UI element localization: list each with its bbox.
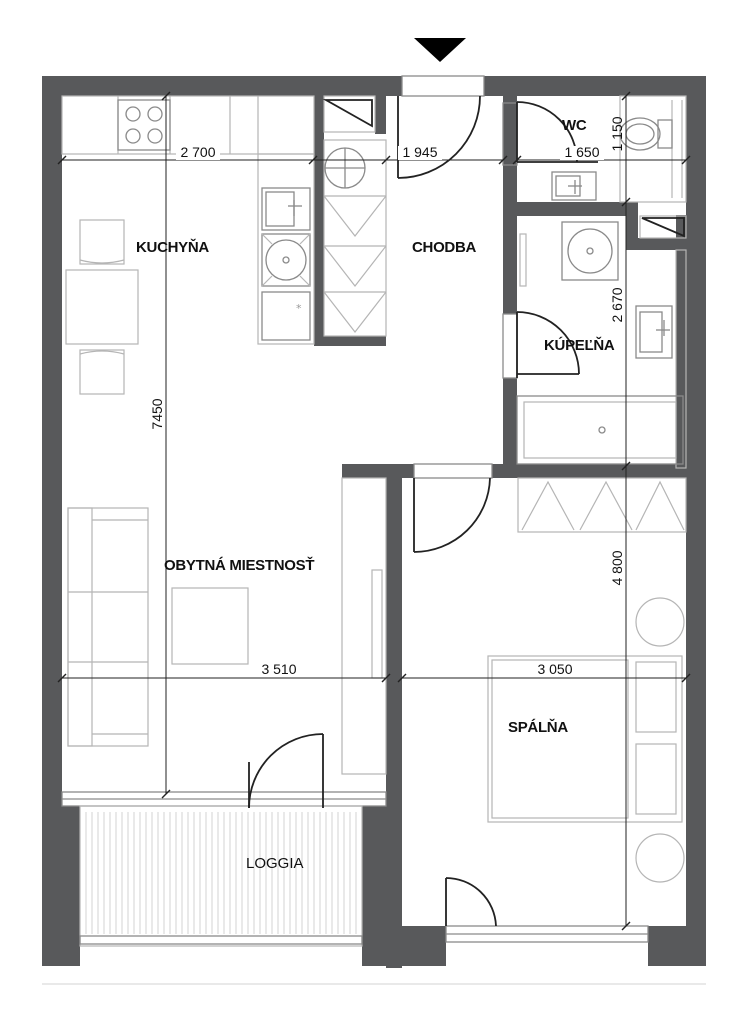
washing-machine-icon [561,221,619,281]
room-label-living-room: OBYTNÁ MIESTNOSŤ [164,556,314,574]
dimension-labels: 2 700 1 945 1 650 1 150 2 670 7450 3 510… [149,116,625,677]
dining-table [65,219,139,395]
hall-storage [322,95,387,337]
dimension-lines [57,91,691,931]
room-label-bathroom: KÚPEĽŇA [544,336,615,354]
dim-bathroom-depth: 2 670 [609,287,625,322]
kitchen-furniture: * [61,95,315,395]
living-furniture [67,477,387,775]
bathroom-door[interactable] [516,311,580,375]
loggia-door[interactable] [248,733,324,809]
dim-kitchen-width: 2 700 [180,144,215,160]
dim-living-depth: 7450 [149,398,165,429]
living-wardrobe [341,477,387,775]
bedroom-furniture [487,477,687,883]
nightstand-lamp-top [635,597,685,647]
kitchen-sink-icon [261,187,311,231]
loggia [79,805,363,947]
dim-bedroom-width: 3 050 [537,661,572,677]
room-label-loggia: LOGGIA [246,855,304,872]
bathtub-icon [516,395,684,465]
dim-hallway-width: 1 945 [402,144,437,160]
room-labels: KUCHYŇA CHODBA WC KÚPEĽŇA OBYTNÁ MIESTNO… [136,117,615,872]
cooktop-icon [117,99,171,151]
entrance-arrow-icon [414,38,466,62]
toilet-icon [619,117,673,151]
fridge-icon: * [261,291,311,341]
bathroom-washbasin-icon [635,305,673,359]
room-label-wc: WC [562,117,587,134]
room-label-kitchen: KUCHYŇA [136,238,209,256]
nightstand-lamp-bottom [635,833,685,883]
wc-washbasin-icon [551,171,597,201]
sofa-icon [67,507,149,747]
coffee-table [171,587,249,665]
svg-text:*: * [296,302,302,315]
walls [42,76,706,968]
double-bed-icon [487,655,683,823]
dim-living-width: 3 510 [261,661,296,677]
bathroom-fixtures [516,221,687,469]
dim-bedroom-depth: 4 800 [609,550,625,585]
dim-wc-depth: 1 150 [609,116,625,151]
bedroom-wardrobe [517,477,687,533]
appliance-icon [261,233,311,287]
bedroom-balcony-door[interactable] [445,877,497,927]
room-label-hallway: CHODBA [412,239,476,256]
doors [248,95,598,927]
dim-wc-width: 1 650 [564,144,599,160]
windows [61,75,649,943]
room-label-bedroom: SPÁLŇA [508,718,568,736]
wc-fixtures [551,95,687,239]
